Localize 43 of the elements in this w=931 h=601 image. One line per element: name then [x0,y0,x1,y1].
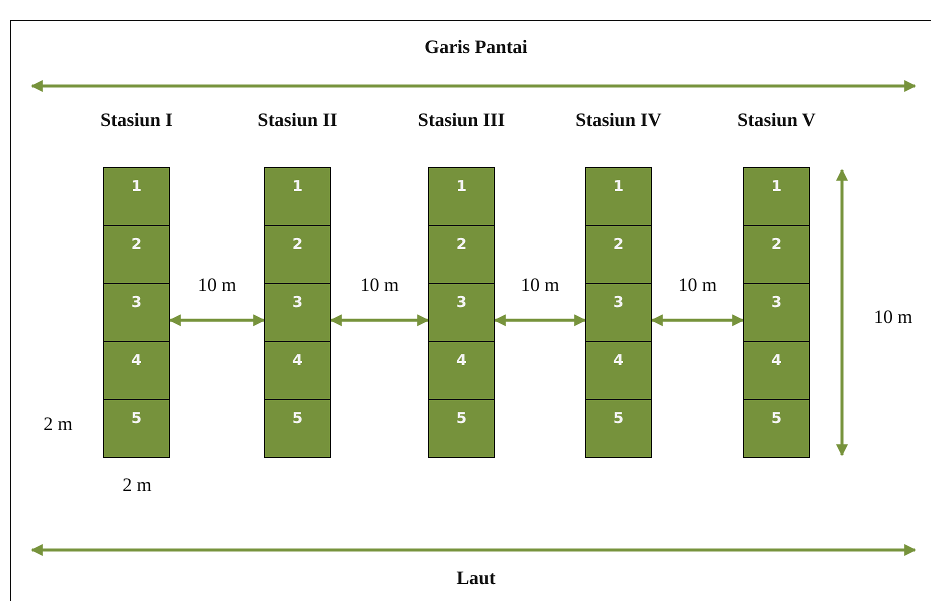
plot-cell: 5 [585,398,652,458]
edge-label: 10 m [198,275,236,298]
station-heading: Stasiun V [737,110,816,132]
dimension-label: 2 m [43,414,73,436]
station-heading: Stasiun IV [575,110,662,132]
shoreline-label: Garis Pantai [424,37,528,59]
plot-cell: 2 [264,224,331,284]
plot-cell: 5 [264,398,331,458]
plot-cell: 3 [103,282,170,342]
plot-cell: 1 [264,166,331,226]
plot-cell: 3 [428,282,495,342]
sea-label: Laut [456,568,496,590]
plot-cell: 4 [103,340,170,400]
plot-cell: 5 [428,398,495,458]
plot-cell: 4 [428,340,495,400]
plot-cell: 1 [585,166,652,226]
plot-cell: 2 [103,224,170,284]
dimension-label: 2 m [122,475,152,497]
dimension-label: 10 m [874,307,912,329]
plot-cell: 4 [585,340,652,400]
arrow [650,314,744,326]
plot-cell: 4 [743,340,810,400]
edge-label: 10 m [520,275,560,298]
edge-label: 10 m [360,275,399,298]
plot-cell: 1 [743,166,810,226]
arrow [168,314,266,326]
plot-cell: 5 [103,398,170,458]
station-heading: Stasiun I [100,110,173,132]
plot-cell: 4 [264,340,331,400]
arrow [494,314,586,326]
station-heading: Stasiun III [418,110,506,132]
station-heading: Stasiun II [258,110,338,132]
plot-cell: 3 [585,282,652,342]
edge-label: 10 m [678,275,717,298]
plot-cell: 3 [264,282,331,342]
plot-cell: 2 [743,224,810,284]
plot-cell: 2 [585,224,652,284]
plot-cell: 2 [428,224,495,284]
plot-cell: 5 [743,398,810,458]
arrow [330,314,430,326]
plot-cell: 1 [103,166,170,226]
plot-cell: 3 [743,282,810,342]
plot-cell: 1 [428,166,495,226]
